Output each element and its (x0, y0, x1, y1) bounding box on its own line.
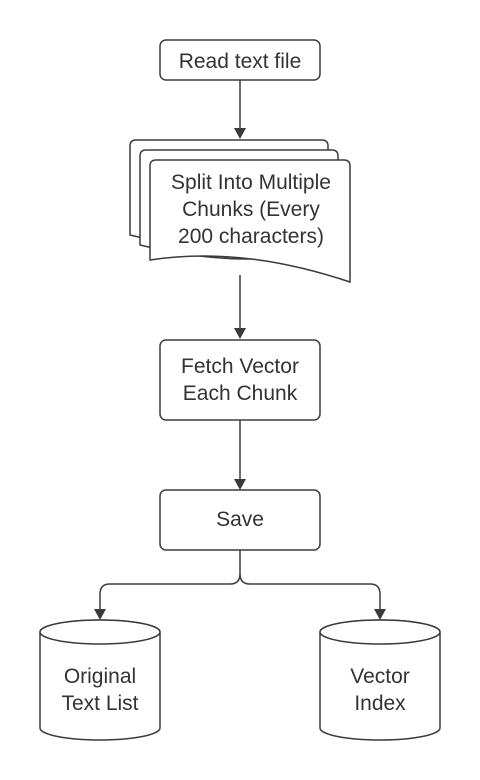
node-save: Save (159, 489, 321, 551)
node-read-text-file: Read text file (159, 39, 321, 81)
node-label: Fetch Vector (181, 355, 299, 378)
node-label: Index (354, 692, 406, 715)
arrowhead-vector (374, 609, 386, 620)
process-box (159, 489, 321, 551)
connectors (94, 80, 386, 620)
document-front (149, 159, 351, 284)
database-top (319, 619, 441, 645)
database-top (39, 619, 161, 645)
arrowhead-save (234, 479, 246, 490)
node-label: Text List (61, 692, 138, 715)
connector-save-to-vector (239, 573, 381, 609)
connector-save-to-original (99, 550, 241, 609)
node-label: Vector (350, 665, 410, 688)
node-label: 200 characters) (178, 225, 324, 248)
node-label: Read text file (179, 50, 302, 73)
node-original-text-list: Original Text List (39, 619, 161, 741)
node-label: Chunks (Every (182, 198, 320, 221)
node-split-into-chunks: Split Into Multiple Chunks (Every 200 ch… (129, 139, 351, 284)
node-label: Save (216, 508, 264, 531)
process-box (159, 339, 321, 421)
node-label: Original (64, 665, 136, 688)
node-label: Split Into Multiple (171, 171, 331, 194)
process-box (159, 39, 321, 81)
arrowhead-original (94, 609, 106, 620)
node-fetch-vector: Fetch Vector Each Chunk (159, 339, 321, 421)
arrowhead-split (234, 128, 246, 139)
node-label: Each Chunk (183, 382, 298, 405)
node-vector-index: Vector Index (319, 619, 441, 741)
arrowhead-fetch (234, 328, 246, 339)
